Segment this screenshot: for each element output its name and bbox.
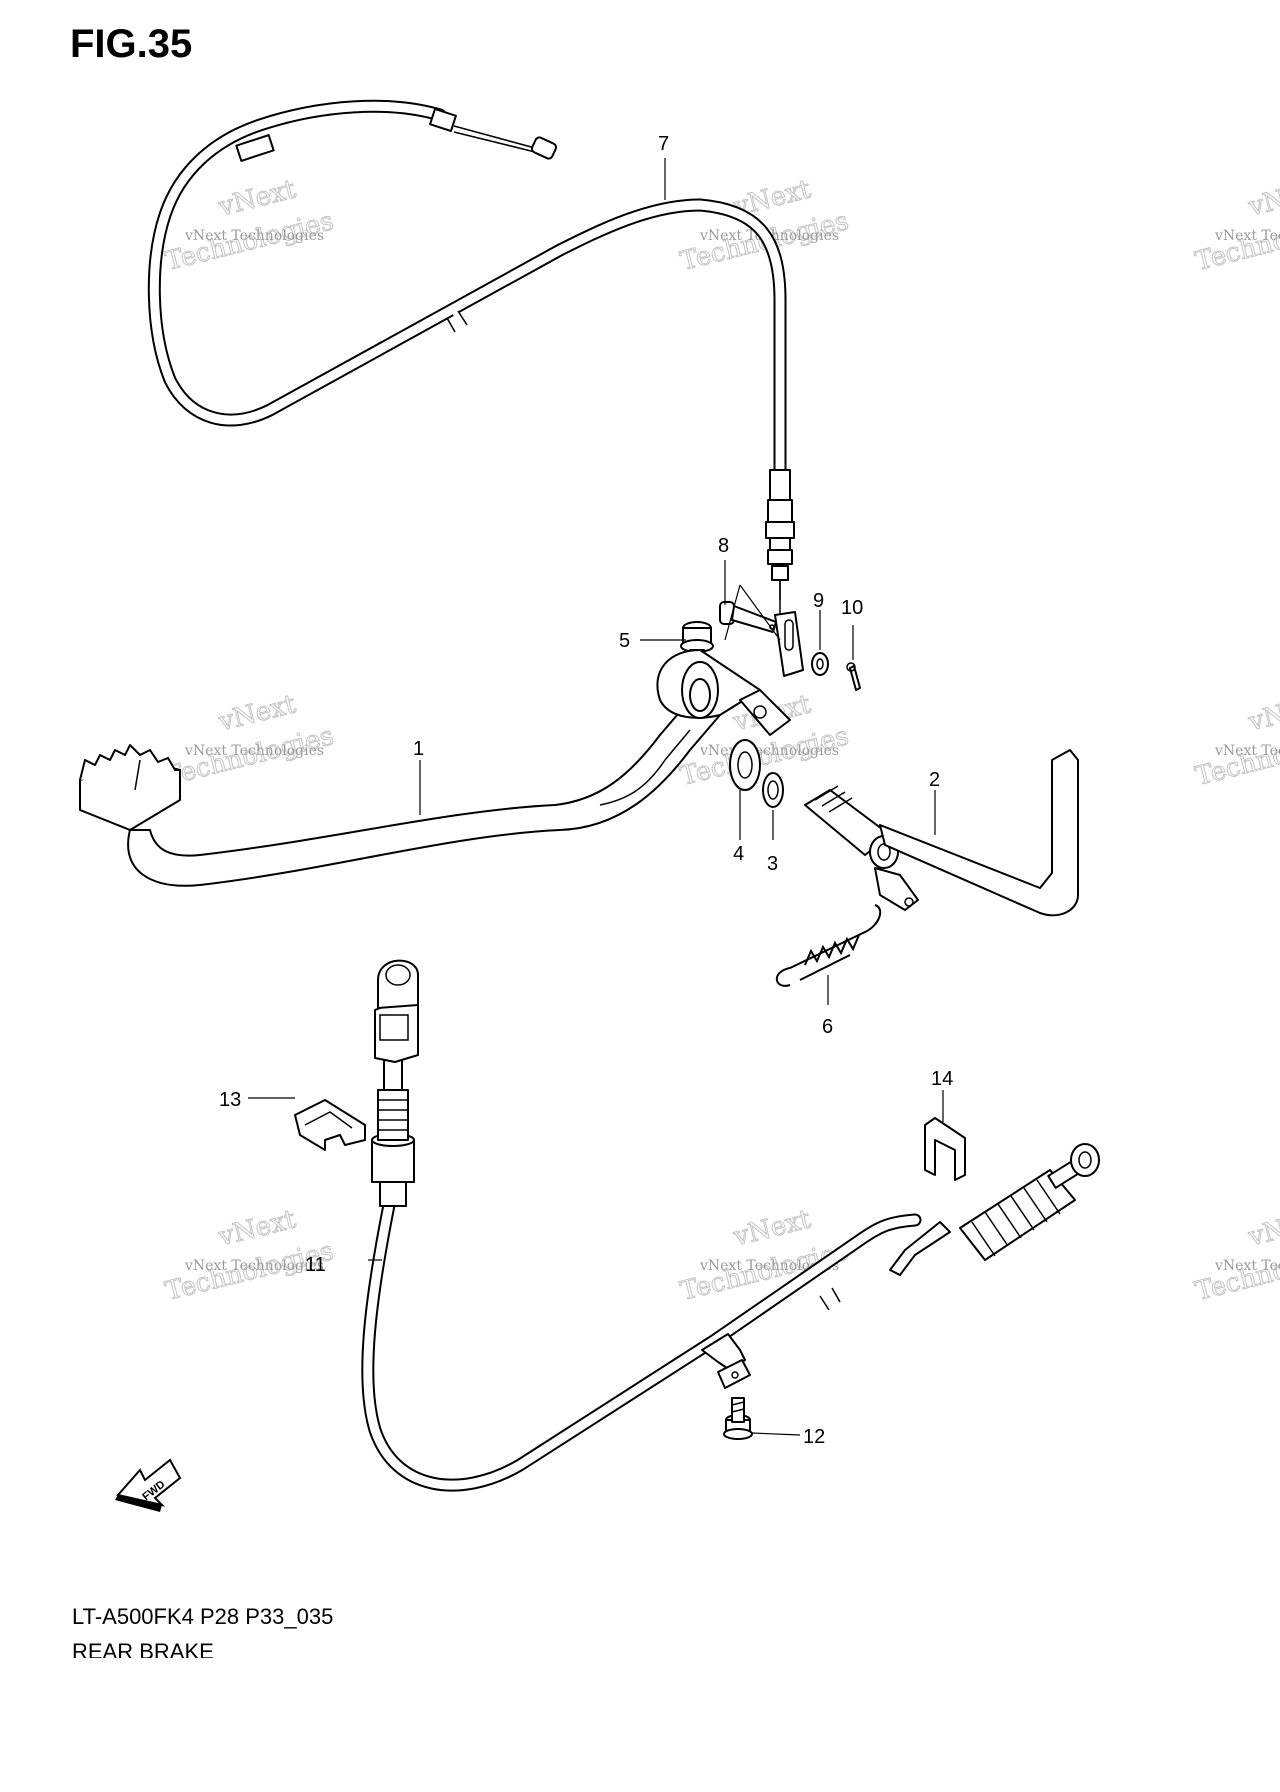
watermark-line1: vNext	[1245, 174, 1280, 222]
watermark: vNext Technologies vNext Technologies	[1192, 1204, 1280, 1308]
part-3-ring	[762, 772, 784, 808]
part-6-return-spring	[775, 904, 882, 987]
watermark-company: vNext Technologies	[699, 743, 839, 759]
part-4-washer	[729, 739, 761, 791]
callout-14: 14	[931, 1068, 953, 1090]
part-1-brake-pedal	[127, 649, 791, 887]
watermark-line1: vNext	[1245, 1204, 1280, 1252]
watermark: vNext Technologies vNext Technologies	[1192, 174, 1280, 278]
section-name: REAR BRAKE	[72, 1640, 214, 1658]
watermark-line1: vNext	[215, 1204, 299, 1252]
watermark-company: vNext Technologies	[699, 1258, 839, 1274]
callout-10: 10	[841, 597, 863, 619]
callout-13: 13	[219, 1089, 241, 1111]
part-14-clamp	[924, 1117, 966, 1181]
model-code: LT-A500FK4 P28 P33_035	[72, 1604, 334, 1629]
part-2-brake-arm	[804, 749, 1079, 917]
callout-2: 2	[929, 769, 940, 791]
watermark: vNext Technologies vNext Technologies	[1192, 689, 1280, 793]
callout-7: 7	[658, 133, 669, 155]
watermark-company: vNext Technologies	[184, 228, 324, 244]
callout-5: 5	[619, 630, 630, 652]
watermark-company: vNext Technologies	[1214, 228, 1280, 244]
part-7-brake-cable	[147, 99, 795, 620]
callout-12: 12	[803, 1426, 825, 1448]
watermark-line1: vNext	[1245, 689, 1280, 737]
watermark-company: vNext Technologies	[184, 1258, 324, 1274]
part-10-cotter-pin	[846, 662, 861, 691]
callout-3: 3	[767, 853, 778, 875]
figure-title: FIG.35	[70, 22, 193, 66]
watermark-company: vNext Technologies	[1214, 1258, 1280, 1274]
watermark-line1: vNext	[215, 689, 299, 737]
part-9-washer	[811, 652, 829, 676]
watermark: vNext Technologies vNext Technologies	[162, 174, 337, 278]
part-1-footrest	[79, 744, 181, 831]
part-13-clip	[294, 1099, 366, 1151]
callout-6: 6	[822, 1016, 833, 1038]
callout-1: 1	[413, 738, 424, 760]
callout-11: 11	[305, 1254, 326, 1276]
part-11-parking-brake-cable	[361, 959, 1100, 1492]
watermark-company: vNext Technologies	[184, 743, 324, 759]
watermark-line1: vNext	[730, 1204, 814, 1252]
watermark-company: vNext Technologies	[1214, 743, 1280, 759]
part-12-bolt	[723, 1397, 753, 1440]
watermark: vNext Technologies vNext Technologies	[162, 689, 337, 793]
callout-9: 9	[813, 590, 824, 612]
cable-clevis	[774, 611, 804, 677]
fwd-arrow: FWD	[115, 1458, 182, 1512]
callout-4: 4	[733, 843, 744, 865]
watermark-line1: vNext	[215, 174, 299, 222]
callout-8: 8	[718, 535, 729, 557]
leader-lines	[248, 158, 944, 1436]
